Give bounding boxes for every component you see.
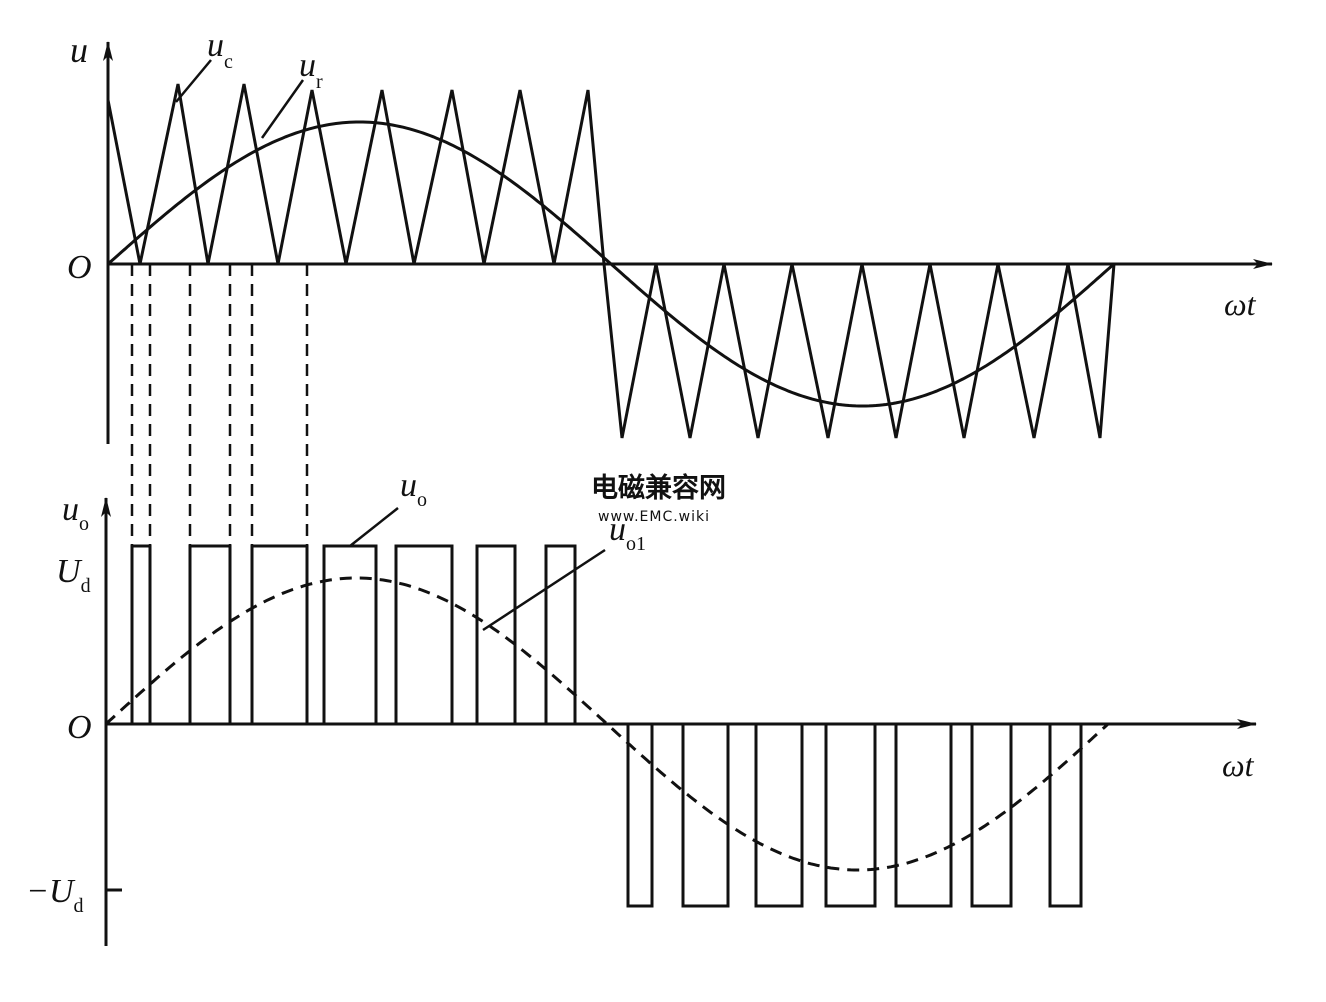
fundamental-label-leader bbox=[482, 548, 606, 632]
intersection-projection-lines bbox=[130, 264, 309, 546]
carrier-triangle-wave bbox=[106, 83, 1116, 439]
bottom-origin-label: O bbox=[67, 709, 92, 746]
carrier-label-leader bbox=[175, 59, 212, 103]
watermark-title: 电磁兼容网 bbox=[591, 472, 726, 504]
pwm-pulse bbox=[130, 544, 152, 724]
pwm-pulse bbox=[322, 544, 378, 724]
pwm-pulse bbox=[1048, 724, 1083, 908]
fundamental-label: uo1 bbox=[609, 511, 646, 555]
watermark-url: www.EMC.wiki bbox=[598, 509, 710, 525]
pwm-pulse bbox=[394, 544, 454, 724]
reference-sine-wave bbox=[107, 120, 1115, 408]
pwm-pulse bbox=[754, 724, 804, 908]
reference-label: ur bbox=[299, 47, 323, 93]
top-y-label: u bbox=[70, 30, 88, 70]
pwm-pulse bbox=[626, 724, 654, 908]
reference-label-leader bbox=[260, 79, 305, 139]
neg-ud-label: −Ud bbox=[26, 873, 84, 917]
pwm-pulse bbox=[894, 724, 953, 908]
pwm-pulse bbox=[970, 724, 1013, 908]
bottom-x-label: ωt bbox=[1222, 747, 1255, 783]
bottom-graph: uo Ud −Ud O ωt uo uo1 bbox=[26, 467, 1257, 946]
pwm-pulse bbox=[250, 544, 309, 724]
bottom-y-label: uo bbox=[62, 491, 89, 535]
output-label-leader bbox=[349, 507, 399, 547]
pwm-pulse bbox=[681, 724, 730, 908]
top-graph: u O ωt uc ur bbox=[67, 27, 1273, 444]
top-x-label: ωt bbox=[1224, 286, 1257, 322]
pwm-pulse bbox=[544, 544, 577, 724]
fundamental-dashed-sine bbox=[104, 576, 1110, 872]
pwm-pulse bbox=[188, 544, 232, 724]
ud-label: Ud bbox=[56, 553, 91, 597]
carrier-label: uc bbox=[207, 27, 233, 73]
top-origin-label: O bbox=[67, 249, 92, 286]
output-label: uo bbox=[400, 467, 427, 511]
output-pwm-pulses bbox=[130, 544, 1083, 908]
pwm-pulse bbox=[475, 544, 517, 724]
watermark: 电磁兼容网 www.EMC.wiki bbox=[591, 472, 726, 525]
pwm-pulse bbox=[824, 724, 877, 908]
